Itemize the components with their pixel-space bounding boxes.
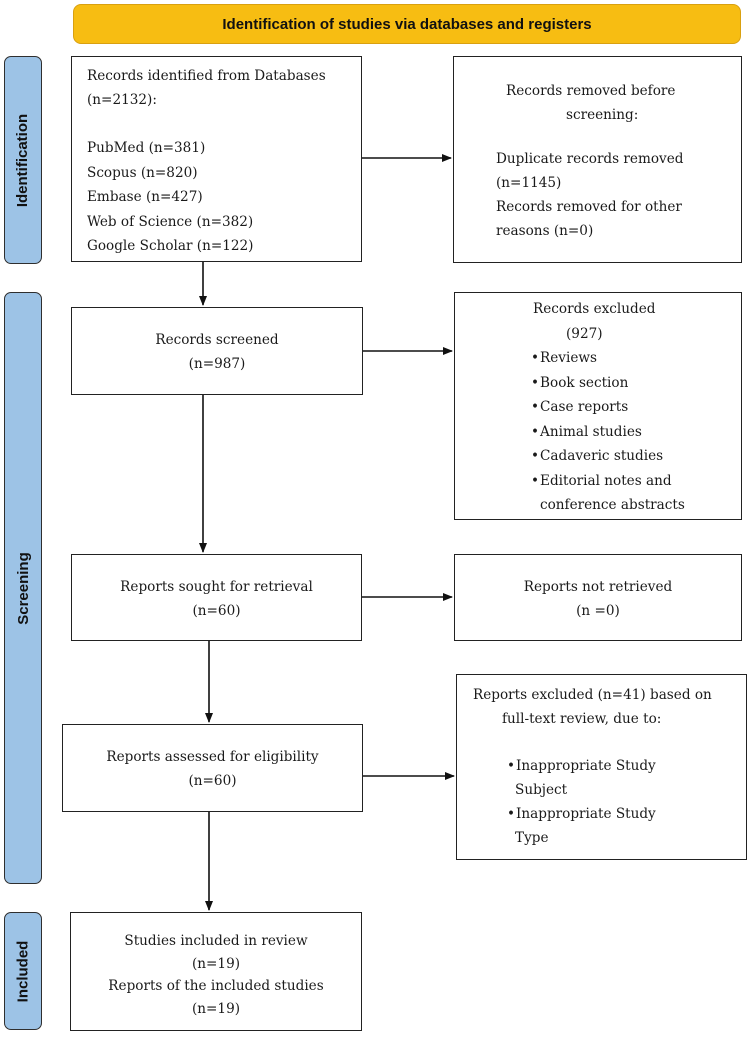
duplicates-removed-count: (n=1145)	[496, 175, 562, 191]
excluded-reviews: Reviews	[531, 346, 741, 371]
records-identified-box: Records identified from Databases (n=213…	[71, 56, 362, 262]
phase-identification: Identification	[4, 56, 42, 264]
reports-sought-box: Reports sought for retrieval (n=60)	[71, 554, 362, 641]
phase-included: Included	[4, 912, 42, 1030]
reports-excluded-title-2: full-text review, due to:	[502, 711, 662, 727]
other-removed-count: reasons (n=0)	[496, 223, 594, 239]
records-removed-title-1: Records removed before	[506, 83, 676, 99]
reports-not-retrieved-box: Reports not retrieved (n =0)	[454, 554, 742, 641]
reports-sought-count: (n=60)	[192, 603, 241, 619]
records-removed-list: Duplicate records removed (n=1145) Recor…	[496, 147, 741, 243]
studies-included-label: Studies included in review	[124, 933, 308, 949]
records-removed-title-2: screening:	[566, 107, 639, 123]
reports-not-retrieved-label: Reports not retrieved	[523, 579, 673, 595]
reports-not-retrieved-count: (n =0)	[576, 603, 620, 619]
excluded-book-section: Book section	[531, 371, 741, 396]
reports-included-count: (n=19)	[191, 1000, 241, 1017]
reports-assessed-box: Reports assessed for eligibility (n=60)	[62, 724, 363, 812]
reports-excluded-list: Inappropriate Study Subject Inappropriat…	[473, 754, 746, 850]
reports-assessed-count: (n=60)	[188, 773, 237, 789]
records-removed-box: Records removed before screening: Duplic…	[453, 56, 742, 263]
flow-header: Identification of studies via databases …	[73, 4, 741, 44]
records-excluded-title: Records excluded	[533, 301, 656, 317]
source-google-scholar: Google Scholar (n=122)	[87, 238, 254, 254]
excluded-conference-abstracts: conference abstracts	[540, 497, 685, 513]
excluded-study-subject: Inappropriate Study	[507, 754, 746, 778]
excluded-case-reports: Case reports	[531, 395, 741, 420]
source-web-of-science: Web of Science (n=382)	[87, 213, 254, 230]
source-embase: Embase (n=427)	[87, 189, 203, 205]
records-screened-count: (n=987)	[188, 356, 246, 372]
excluded-animal-studies: Animal studies	[531, 420, 741, 445]
excluded-editorial-notes: Editorial notes and	[531, 469, 741, 494]
records-screened-label: Records screened	[155, 332, 279, 348]
records-excluded-box: Records excluded (927) Reviews Book sect…	[454, 292, 742, 520]
records-identified-count: (n=2132):	[87, 92, 157, 108]
source-pubmed: PubMed (n=381)	[87, 140, 206, 156]
reports-assessed-label: Reports assessed for eligibility	[106, 749, 319, 765]
database-source-list: PubMed (n=381) Scopus (n=820) Embase (n=…	[87, 136, 361, 259]
studies-included-box: Studies included in review (n=19) Report…	[70, 912, 362, 1031]
studies-included-count: (n=19)	[191, 955, 241, 972]
excluded-cadaveric-studies: Cadaveric studies	[531, 444, 741, 469]
excluded-study-type-cont: Type	[515, 830, 549, 846]
reports-included-label: Reports of the included studies	[108, 978, 324, 994]
records-screened-box: Records screened (n=987)	[71, 307, 363, 395]
records-identified-title: Records identified from Databases	[87, 68, 326, 84]
phase-screening: Screening	[4, 292, 42, 884]
source-scopus: Scopus (n=820)	[87, 164, 198, 181]
other-removed: Records removed for other	[496, 199, 682, 215]
excluded-study-subject-cont: Subject	[515, 782, 568, 798]
reports-sought-label: Reports sought for retrieval	[120, 579, 313, 595]
reports-excluded-box: Reports excluded (n=41) based on full-te…	[456, 674, 747, 860]
reports-excluded-title-1: Reports excluded (n=41) based on	[473, 687, 712, 703]
records-excluded-count: (927)	[566, 325, 603, 342]
duplicates-removed: Duplicate records removed	[496, 151, 684, 167]
excluded-study-type: Inappropriate Study	[507, 802, 746, 826]
